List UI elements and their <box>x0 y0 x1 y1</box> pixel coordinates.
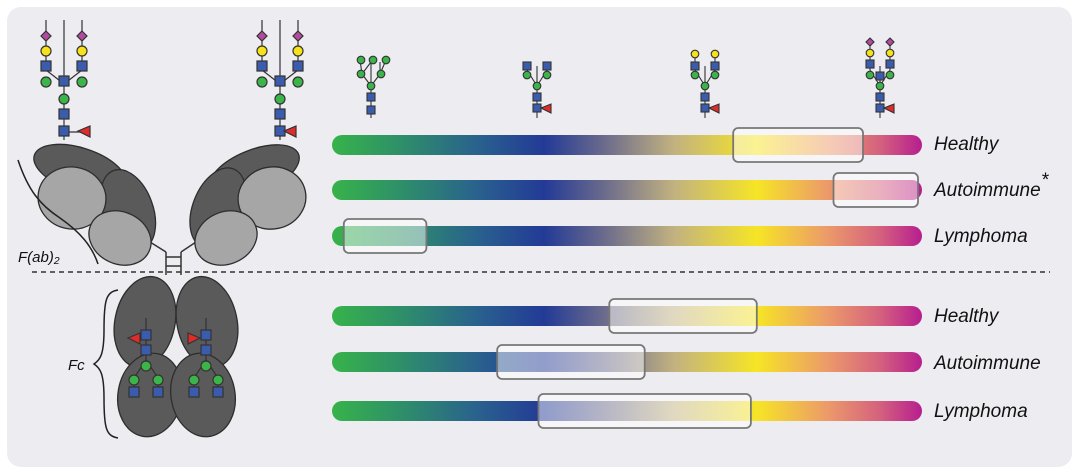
fab-highlight-box-lymphoma <box>342 218 428 254</box>
fab-label: F(ab)₂ <box>18 249 60 266</box>
fab-spectrum-bar-lymphoma <box>332 226 922 246</box>
core-fucosylated-glycan-icon <box>522 61 552 118</box>
antibody-icon <box>33 20 307 438</box>
fc-glycan-left-icon <box>126 318 164 398</box>
fc-highlight-box-healthy <box>608 298 758 334</box>
fc-row-label-lymphoma: Lymphoma <box>934 401 1028 422</box>
fc-glycan-right-icon <box>187 318 224 398</box>
fab-highlight-box-autoimmune <box>832 172 919 208</box>
fc-highlight-box-lymphoma <box>537 393 752 429</box>
left-fab-arm <box>33 143 157 266</box>
fc-row-label-autoimmune: Autoimmune <box>933 353 1041 374</box>
fc-highlight-box-autoimmune <box>496 344 646 380</box>
fab-row-label-lymphoma: Lymphoma <box>934 226 1028 247</box>
fc-region <box>113 275 239 438</box>
fab-highlight-box-healthy <box>732 127 864 163</box>
fab-brace <box>17 159 99 265</box>
fab-row-label-autoimmune: Autoimmune <box>933 180 1041 201</box>
fc-brace <box>92 289 119 439</box>
fc-row-label-healthy: Healthy <box>934 306 1000 327</box>
sialylated-glycan-icon <box>865 37 895 118</box>
galactosylated-glycan-icon <box>690 49 720 118</box>
fab-glycan-left-icon <box>40 20 91 140</box>
fab-row-label-healthy: Healthy <box>934 134 1000 155</box>
fab-spectrum-bar-autoimmune <box>332 180 922 200</box>
fab-glycan-right-icon <box>256 20 304 140</box>
spectrum-bars <box>332 127 922 429</box>
right-fab-arm <box>189 144 307 266</box>
fc-label: Fc <box>68 357 85 374</box>
complex-glycan-icon <box>356 55 391 118</box>
autoimmune-asterisk: * <box>1041 170 1049 191</box>
